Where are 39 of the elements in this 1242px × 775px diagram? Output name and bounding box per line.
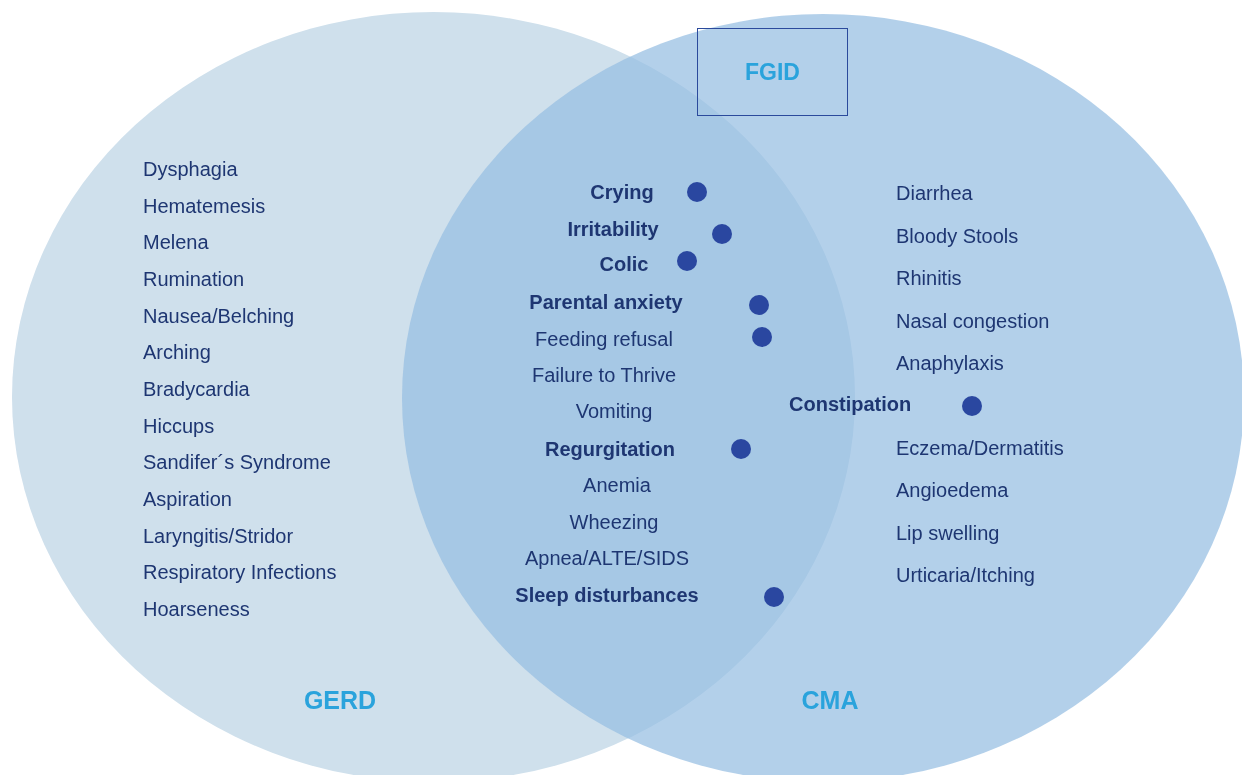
set-label: GERD [303, 685, 377, 715]
symptom-label: Bradycardia [143, 377, 250, 401]
symptom-label: Anaphylaxis [896, 351, 1004, 375]
symptom-label: Hiccups [143, 414, 215, 438]
symptom-label: Sandifer´s Syndrome [143, 450, 331, 474]
symptom-label: Rhinitis [896, 266, 962, 290]
symptom-label: Melena [143, 230, 209, 254]
symptom-label: Rumination [143, 267, 245, 291]
symptom-label: Apnea/ALTE/SIDS [524, 546, 690, 570]
symptom-label: Nausea/Belching [143, 304, 295, 328]
category-label: FGID [745, 58, 800, 86]
symptom-label: Respiratory Infections [143, 560, 337, 584]
symptom-label: Parental anxiety [529, 290, 683, 314]
symptom-label: Sleep disturbances [515, 583, 699, 607]
symptom-label: Crying [590, 180, 654, 204]
symptom-label: Urticaria/Itching [896, 563, 1035, 587]
symptom-label: Hoarseness [143, 597, 250, 621]
symptom-label: Colic [599, 252, 649, 276]
symptom-label: Dysphagia [143, 157, 238, 181]
symptom-label: Hematemesis [143, 194, 266, 218]
symptom-label: Nasal congestion [896, 309, 1050, 333]
symptom-label: Eczema/Dermatitis [896, 436, 1064, 460]
symptom-label: Lip swelling [896, 521, 1000, 545]
symptom-label: Feeding refusal [535, 327, 673, 351]
symptom-label: Failure to Thrive [531, 363, 677, 387]
symptom-label: Laryngitis/Stridor [143, 524, 294, 548]
symptom-label: Wheezing [569, 510, 659, 534]
symptom-label: Aspiration [143, 487, 232, 511]
symptom-label: Anemia [583, 473, 651, 497]
symptom-label: Angioedema [896, 478, 1009, 502]
symptom-label: Bloody Stools [896, 224, 1019, 248]
symptom-label: Regurgitation [545, 437, 675, 461]
symptom-label: Vomiting [575, 399, 653, 423]
symptom-label: Constipation [789, 392, 912, 416]
set-label: CMA [801, 685, 859, 715]
category-box [697, 28, 848, 116]
symptom-label: Diarrhea [896, 181, 973, 205]
symptom-label: Arching [143, 340, 211, 364]
symptom-label: Irritability [567, 217, 659, 241]
